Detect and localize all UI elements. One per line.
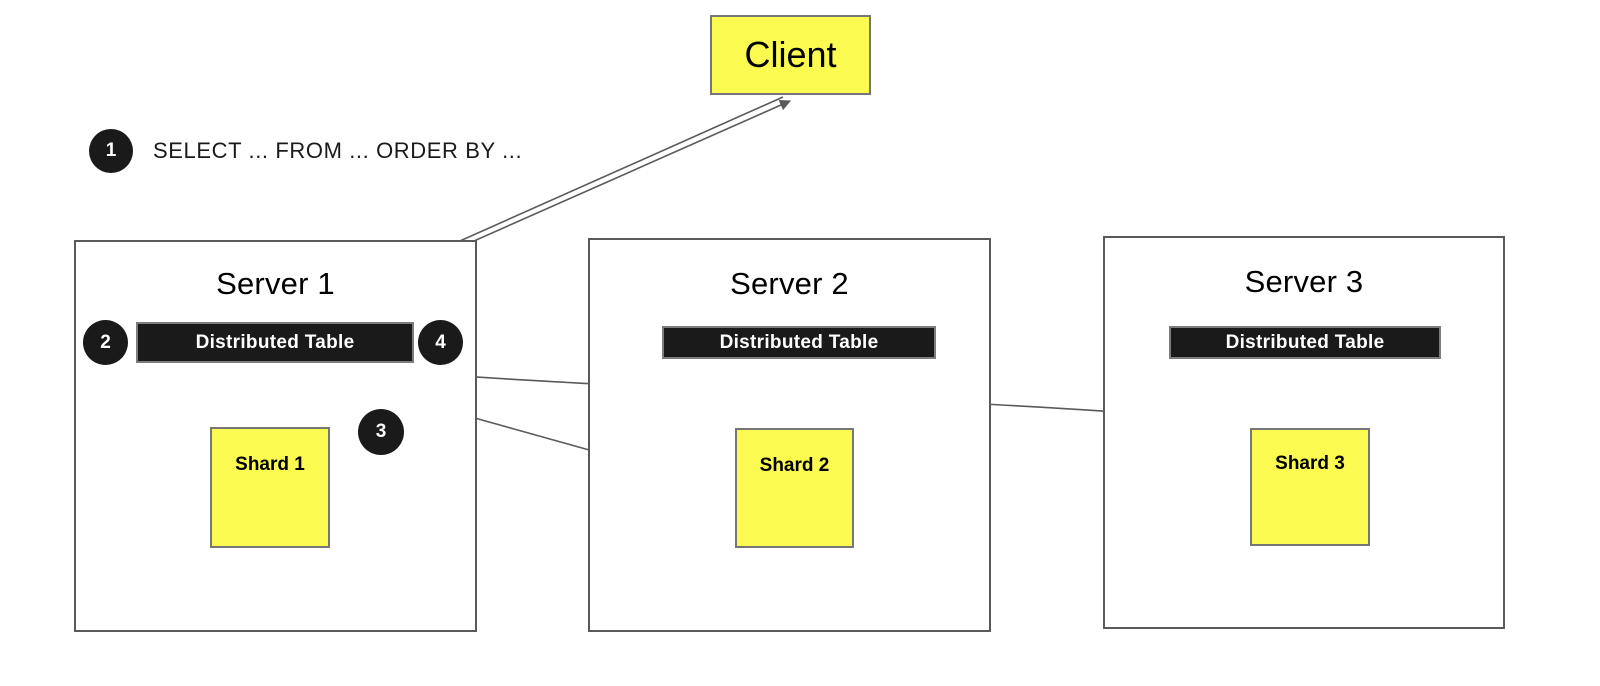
step-badge-4: 4 xyxy=(418,320,463,365)
step-badge-2-label: 2 xyxy=(100,331,111,353)
step-badge-3: 3 xyxy=(358,409,404,455)
distributed-table-3[interactable]: Distributed Table xyxy=(1169,326,1441,359)
server-title-1-text: Server 1 xyxy=(216,266,335,301)
distributed-table-3-label: Distributed Table xyxy=(1225,331,1385,353)
query-caption-text: SELECT ... FROM ... ORDER BY ... xyxy=(153,138,523,163)
shard-box-1-label-text: Shard 1 xyxy=(235,454,305,475)
distributed-table-1[interactable]: Distributed Table xyxy=(136,322,414,363)
step-badge-1-label: 1 xyxy=(105,140,117,161)
client-node[interactable]: Client xyxy=(710,15,871,95)
shard-box-3[interactable]: Shard 3 xyxy=(1250,428,1370,546)
server-title-2-text: Server 2 xyxy=(730,266,849,301)
shard-box-1-label: Shard 1 xyxy=(212,454,328,476)
server-title-2: Server 2 xyxy=(590,266,989,302)
step-badge-2: 2 xyxy=(83,320,128,365)
shard-box-3-label: Shard 3 xyxy=(1252,453,1368,475)
server-title-1: Server 1 xyxy=(76,266,475,302)
distributed-table-2[interactable]: Distributed Table xyxy=(662,326,936,359)
step-badge-1: 1 xyxy=(89,129,133,173)
shard-box-2-label: Shard 2 xyxy=(737,455,852,477)
step-badge-4-label: 4 xyxy=(435,331,446,353)
server-title-3: Server 3 xyxy=(1105,264,1503,300)
shard-box-3-label-text: Shard 3 xyxy=(1275,453,1345,474)
step-badge-3-label: 3 xyxy=(375,421,387,442)
distributed-table-2-label: Distributed Table xyxy=(719,331,879,353)
shard-box-2-label-text: Shard 2 xyxy=(759,455,830,476)
distributed-table-1-label: Distributed Table xyxy=(195,331,355,353)
shard-box-1[interactable]: Shard 1 xyxy=(210,427,330,548)
client-label: Client xyxy=(744,34,837,75)
query-caption: SELECT ... FROM ... ORDER BY ... xyxy=(153,138,522,164)
shard-box-2[interactable]: Shard 2 xyxy=(735,428,854,548)
server-title-3-text: Server 3 xyxy=(1244,264,1364,299)
